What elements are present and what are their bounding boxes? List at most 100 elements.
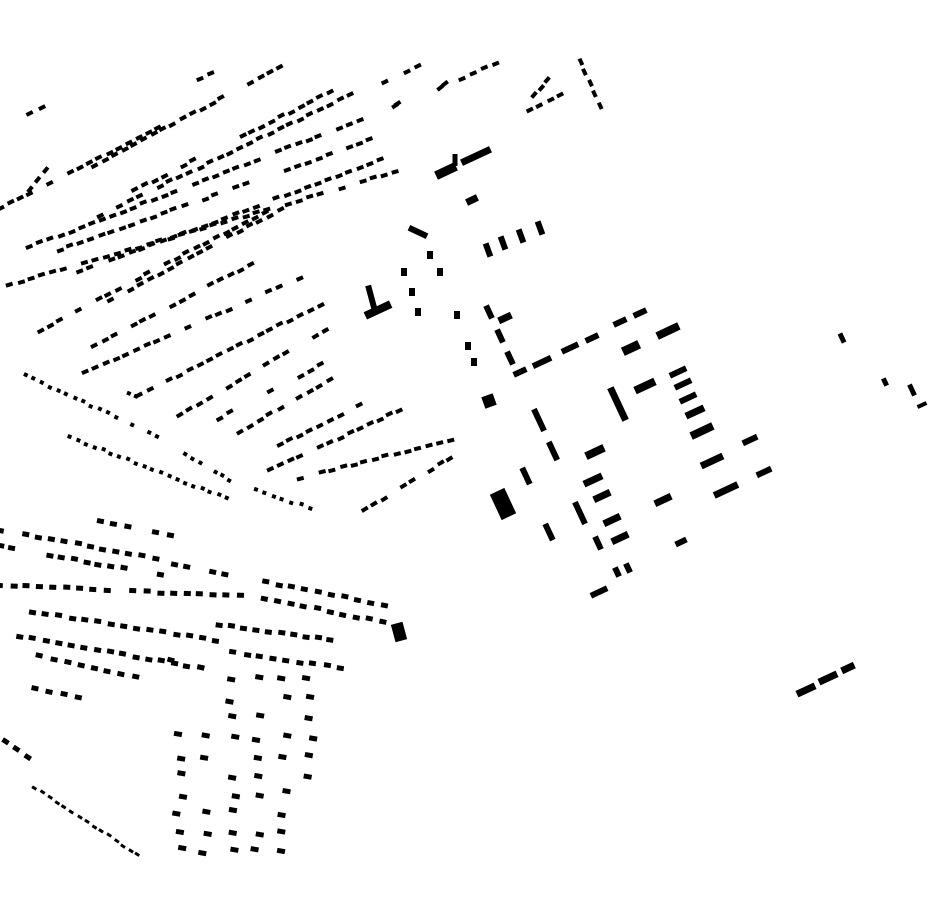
building	[149, 214, 158, 221]
building	[77, 224, 86, 231]
building	[212, 233, 221, 241]
building	[465, 342, 471, 350]
building	[196, 361, 205, 368]
building	[219, 472, 226, 478]
building	[208, 221, 217, 228]
building	[243, 371, 252, 379]
building	[285, 120, 294, 128]
building	[457, 75, 466, 83]
building	[91, 824, 98, 830]
building	[70, 555, 79, 562]
building	[90, 162, 99, 170]
building	[72, 395, 79, 401]
building	[227, 622, 236, 629]
building	[144, 129, 153, 136]
building	[175, 173, 184, 181]
building	[633, 377, 657, 395]
building	[315, 422, 324, 430]
building	[306, 367, 315, 375]
building	[653, 493, 673, 507]
building	[255, 134, 264, 142]
building	[153, 124, 162, 132]
building	[30, 375, 36, 381]
building	[483, 304, 495, 320]
building	[409, 288, 415, 296]
building	[376, 416, 385, 424]
building	[169, 205, 177, 212]
building	[434, 162, 458, 180]
building	[837, 332, 847, 344]
building	[274, 147, 283, 154]
building	[556, 91, 565, 99]
building	[105, 149, 114, 157]
building	[156, 571, 165, 578]
building	[170, 561, 179, 568]
building	[107, 256, 116, 263]
building	[276, 461, 285, 468]
building	[101, 446, 107, 452]
building	[168, 121, 177, 129]
building	[236, 267, 245, 274]
building	[253, 754, 263, 762]
building	[76, 239, 85, 246]
building	[225, 698, 234, 705]
building	[135, 134, 144, 141]
building	[278, 753, 287, 761]
building	[295, 453, 304, 460]
building	[305, 110, 314, 118]
building	[35, 238, 44, 246]
building	[117, 253, 125, 260]
building	[227, 774, 237, 781]
building	[255, 792, 265, 799]
building	[515, 228, 527, 244]
building	[31, 785, 38, 791]
building	[110, 151, 119, 159]
building	[157, 590, 165, 596]
building	[355, 425, 365, 432]
building	[755, 465, 773, 479]
building	[881, 377, 889, 387]
building	[146, 385, 155, 393]
building	[293, 163, 302, 170]
building	[305, 693, 315, 701]
building	[101, 336, 110, 344]
building	[178, 793, 188, 800]
building	[129, 587, 137, 594]
building	[225, 408, 234, 416]
building	[50, 656, 59, 663]
building	[75, 585, 84, 591]
building	[77, 662, 86, 669]
building	[195, 400, 204, 408]
building	[543, 75, 551, 84]
building	[25, 243, 34, 250]
building	[205, 394, 214, 402]
building	[85, 264, 94, 271]
building	[131, 673, 140, 680]
building	[295, 198, 304, 205]
building	[67, 642, 76, 649]
building	[86, 236, 95, 243]
building	[297, 103, 306, 111]
building	[90, 665, 99, 672]
building	[531, 407, 547, 433]
building	[188, 109, 197, 117]
building	[326, 636, 334, 643]
building	[435, 440, 444, 446]
building	[92, 445, 98, 451]
building	[46, 552, 54, 559]
building	[45, 235, 54, 242]
building	[366, 420, 375, 427]
building	[75, 268, 84, 275]
building	[245, 140, 254, 147]
building	[365, 160, 374, 168]
building	[399, 482, 408, 490]
building	[128, 848, 134, 854]
building	[355, 401, 364, 409]
building	[192, 243, 202, 251]
building	[129, 141, 138, 148]
building	[98, 828, 104, 834]
building	[83, 441, 89, 447]
building	[211, 637, 220, 644]
building	[129, 205, 138, 212]
